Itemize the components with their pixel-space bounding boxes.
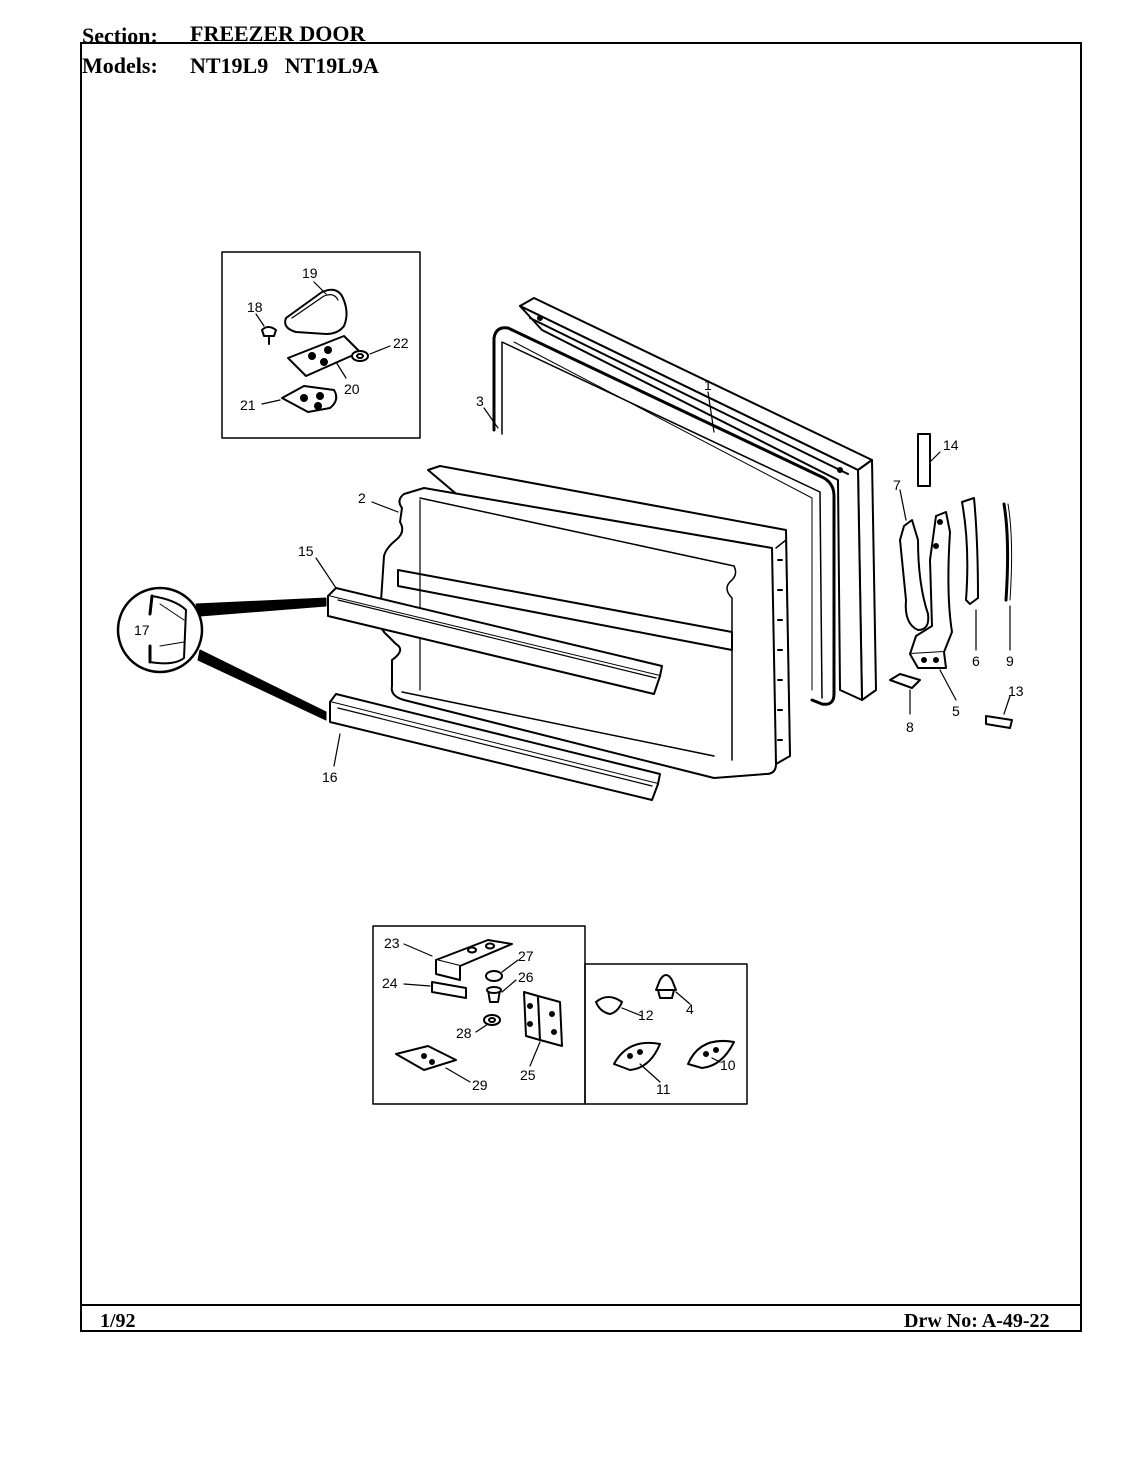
callout-13: 13: [1008, 683, 1024, 699]
trim-part-6: [961, 497, 979, 605]
callout-19: 19: [302, 265, 318, 281]
shelf-bar-part-15: [327, 587, 663, 695]
callout-28: 28: [456, 1025, 472, 1041]
trim-part-14: [917, 433, 931, 487]
drawing-date: 1/92: [100, 1310, 136, 1332]
callout-2: 2: [358, 490, 366, 506]
callout-4: 4: [686, 1001, 694, 1017]
models-list: NT19L9 NT19L9A: [190, 53, 379, 78]
callout-18: 18: [247, 299, 263, 315]
hinge-plate-part-20: [287, 335, 361, 377]
stud-part-4: [655, 974, 677, 991]
screw-part-18: [261, 326, 277, 337]
callout-25: 25: [520, 1067, 536, 1083]
plug-part-13: [985, 715, 1013, 729]
hinge-cover-inset-box: [221, 251, 421, 439]
washer-part-28: [483, 1014, 501, 1026]
shelf-end-cap-detail-part-17: [116, 586, 204, 674]
callout-10: 10: [720, 1057, 736, 1073]
door-gasket-part-3: [492, 326, 836, 706]
clip-part-10: [687, 1040, 735, 1069]
washer-part-27: [485, 970, 503, 982]
footer-divider: [80, 1304, 1082, 1306]
plug-part-12: [595, 996, 623, 1015]
callout-20: 20: [344, 381, 360, 397]
callout-14: 14: [943, 437, 959, 453]
callout-9: 9: [1006, 653, 1014, 669]
door-outer-panel-part-1: [519, 297, 877, 701]
callout-27: 27: [518, 948, 534, 964]
callout-8: 8: [906, 719, 914, 735]
shelf-bar-part-16: [329, 693, 661, 801]
callout-12: 12: [638, 1007, 654, 1023]
callout-21: 21: [240, 397, 256, 413]
shim-part-8: [889, 673, 921, 689]
clip-part-11: [613, 1042, 661, 1071]
door-hardware-inset-box: [584, 963, 748, 1105]
callout-26: 26: [518, 969, 534, 985]
door-inner-liner-part-2: [378, 465, 791, 779]
callout-5: 5: [952, 703, 960, 719]
callout-22: 22: [393, 335, 409, 351]
callout-7: 7: [893, 477, 901, 493]
callout-16: 16: [322, 769, 338, 785]
callout-15: 15: [298, 543, 314, 559]
callout-23: 23: [384, 935, 400, 951]
drawing-frame: [80, 42, 1082, 1332]
washer-part-22: [351, 350, 369, 362]
callout-3: 3: [476, 393, 484, 409]
callout-1: 1: [704, 377, 712, 393]
hinge-arm-part-7: [899, 519, 930, 631]
spacer-part-24: [431, 981, 467, 999]
models-label: Models:: [82, 53, 158, 78]
callout-17: 17: [134, 622, 150, 638]
drawing-number: Drw No: A-49-22: [904, 1310, 1050, 1332]
callout-24: 24: [382, 975, 398, 991]
callout-29: 29: [472, 1077, 488, 1093]
strip-part-9: [1002, 502, 1010, 602]
callout-6: 6: [972, 653, 980, 669]
callout-11: 11: [656, 1081, 671, 1097]
shim-part-21: [281, 385, 338, 413]
section-title: FREEZER DOOR: [190, 21, 366, 46]
hinge-bracket-part-5: [909, 511, 953, 655]
hinge-cover-part-19: [284, 288, 348, 335]
